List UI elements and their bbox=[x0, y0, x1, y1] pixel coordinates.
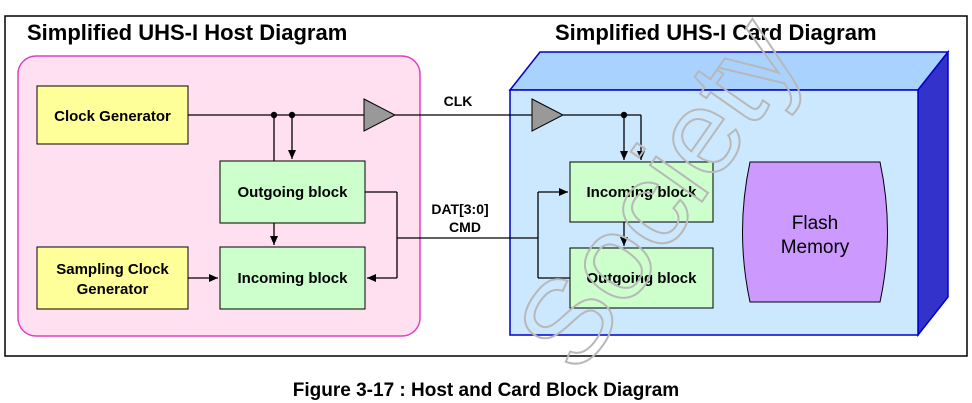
host-title: Simplified UHS-I Host Diagram bbox=[27, 20, 347, 45]
flash-label-1: Flash bbox=[792, 213, 838, 234]
card-incoming-block bbox=[569, 161, 714, 223]
flash-label-2: Memory bbox=[781, 237, 850, 258]
sampling-clock-label-2: Generator bbox=[77, 281, 149, 298]
card-clk-buffer bbox=[531, 98, 565, 132]
host-outgoing-block bbox=[219, 160, 366, 224]
card-title: Simplified UHS-I Card Diagram bbox=[555, 20, 877, 45]
cmd-label: CMD bbox=[449, 219, 481, 235]
card-outgoing-label: Outgoing block bbox=[587, 270, 698, 287]
dat-label: DAT[3:0] bbox=[431, 201, 488, 217]
sampling-clock-generator-block bbox=[36, 246, 189, 310]
clk-wiring bbox=[188, 114, 645, 246]
flash-memory-block bbox=[742, 161, 888, 303]
outer-frame bbox=[4, 15, 968, 357]
card-incoming-label: Incoming block bbox=[586, 184, 697, 201]
figure-caption: Figure 3-17 : Host and Card Block Diagra… bbox=[293, 380, 679, 401]
card-region-side bbox=[917, 49, 949, 338]
clk-junction-1 bbox=[270, 111, 278, 119]
clock-generator-label: Clock Generator bbox=[54, 108, 171, 125]
clk-label: CLK bbox=[444, 93, 473, 109]
sampling-clock-label-1: Sampling Clock bbox=[56, 261, 169, 278]
clk-junction-2 bbox=[288, 111, 296, 119]
dat-cmd-wiring bbox=[365, 188, 570, 282]
host-incoming-block bbox=[219, 246, 366, 310]
clk-junction-3 bbox=[620, 111, 628, 119]
host-incoming-label: Incoming block bbox=[237, 270, 348, 287]
clock-generator-block bbox=[36, 85, 189, 145]
host-clk-buffer bbox=[363, 98, 397, 132]
host-outgoing-label: Outgoing block bbox=[238, 184, 349, 201]
